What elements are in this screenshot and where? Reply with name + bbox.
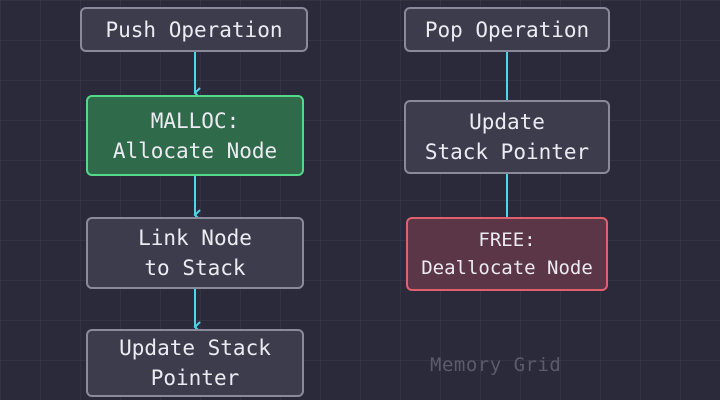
- memory-grid-label: Memory Grid: [430, 354, 562, 376]
- pop-operation-node: Pop Operation: [404, 7, 610, 52]
- pop-update-stack-pointer-node: Update Stack Pointer: [404, 100, 610, 174]
- push-update-stack-pointer-node: Update Stack Pointer: [86, 329, 304, 397]
- free-deallocate-node: FREE: Deallocate Node: [406, 217, 608, 291]
- malloc-allocate-node: MALLOC: Allocate Node: [86, 95, 304, 176]
- push-operation-node: Push Operation: [80, 7, 308, 52]
- link-node-to-stack-node: Link Node to Stack: [86, 217, 304, 289]
